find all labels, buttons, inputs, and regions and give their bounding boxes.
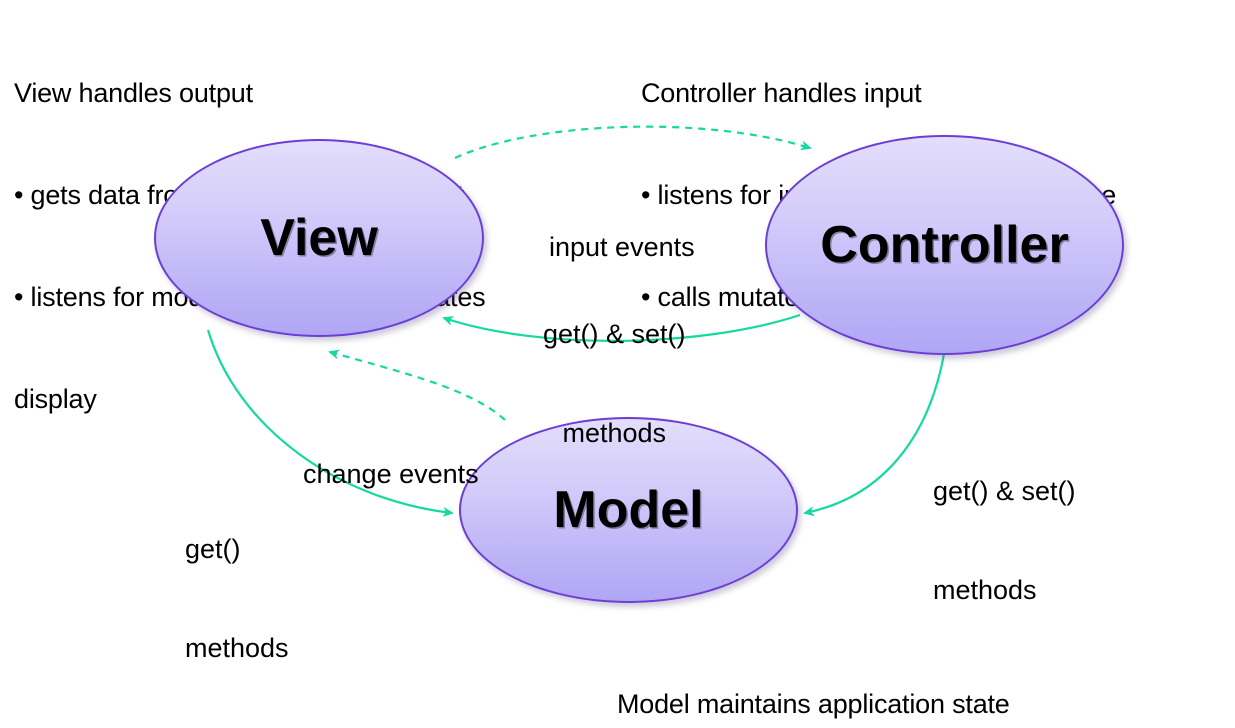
note-model-heading: Model maintains application state — [617, 689, 1010, 719]
note-model: Model maintains application state • impl… — [617, 619, 1061, 728]
edge-label-change-events: change events — [303, 459, 479, 489]
note-controller-heading: Controller handles input — [641, 78, 922, 108]
node-controller[interactable]: Controller — [765, 135, 1124, 355]
edge-label-input-events: input events — [549, 232, 695, 262]
edge-label-view-to-model: get() methods — [185, 534, 289, 663]
edge-label-controller-to-model: get() & set() methods — [933, 476, 1076, 605]
node-controller-label: Controller — [820, 216, 1069, 274]
note-view-bullet-2-continued: display — [14, 384, 97, 414]
node-view-label: View — [260, 209, 378, 267]
edge-label-controller-to-view: get() & set() methods — [543, 319, 686, 448]
node-model[interactable]: Model — [459, 417, 798, 603]
note-view-heading: View handles output — [14, 78, 253, 108]
node-model-label: Model — [553, 481, 704, 539]
node-view[interactable]: View — [154, 139, 484, 337]
